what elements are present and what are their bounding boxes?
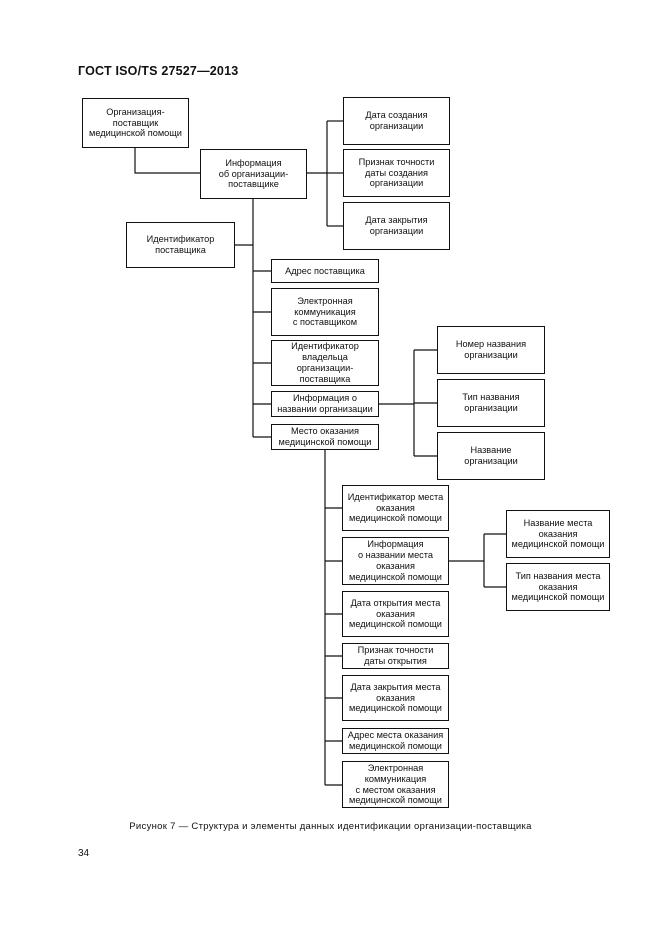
box-location-address: Адрес места оказания медицинской помощи [342,728,449,754]
box-location-name: Название места оказания медицинской помо… [506,510,610,558]
box-service-location: Место оказания медицинской помощи [271,424,379,450]
box-location-ecomm: Электронная коммуникация с местом оказан… [342,761,449,808]
box-location-open-accuracy: Признак точности даты открытия [342,643,449,669]
connector-line [134,148,200,174]
figure-caption: Рисунок 7 — Структура и элементы данных … [129,821,532,832]
box-date-created: Дата создания организации [343,97,450,145]
box-org-supplier: Организация- поставщик медицинской помощ… [82,98,189,148]
box-org-name-type: Тип названия организации [437,379,545,427]
page-header-title: ГОСТ ISO/TS 27527—2013 [78,64,239,78]
page-number: 34 [78,848,90,859]
box-location-open-date: Дата открытия места оказания медицинской… [342,591,449,637]
box-date-created-accuracy: Признак точности даты создания организац… [343,149,450,197]
box-org-name-info: Информация о названии организации [271,391,379,417]
box-supplier-address: Адрес поставщика [271,259,379,283]
box-owner-id: Идентификатор владельца организации- пос… [271,340,379,386]
box-supplier-id: Идентификатор поставщика [126,222,235,268]
box-location-close-date: Дата закрытия места оказания медицинской… [342,675,449,721]
box-date-closed: Дата закрытия организации [343,202,450,250]
box-location-name-type: Тип названия места оказания медицинской … [506,563,610,611]
box-location-id: Идентификатор места оказания медицинской… [342,485,449,531]
box-org-name: Название организации [437,432,545,480]
box-location-name-info: Информация о названии места оказания мед… [342,537,449,585]
box-org-name-number: Номер названия организации [437,326,545,374]
box-supplier-ecomm: Электронная коммуникация с поставщиком [271,288,379,336]
box-org-info: Информация об организации- поставщике [200,149,307,199]
